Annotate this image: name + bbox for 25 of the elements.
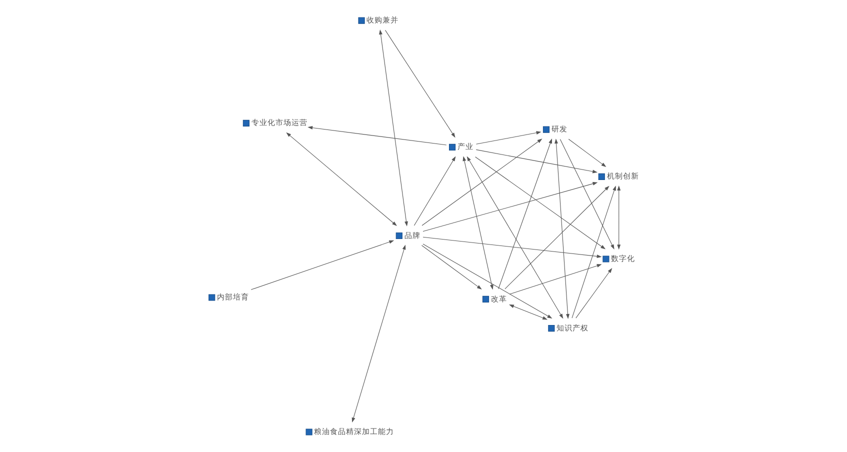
arrow [498, 138, 552, 290]
arrow [466, 156, 563, 319]
arrow [307, 126, 446, 146]
arrow [420, 245, 482, 290]
arrow [571, 186, 616, 318]
arrow [378, 30, 408, 226]
arrow [575, 268, 612, 318]
arrow [413, 156, 456, 226]
arrow [475, 131, 541, 144]
arrow [508, 264, 602, 294]
arrow [559, 138, 614, 250]
arrow [422, 182, 598, 232]
arrow [286, 132, 396, 226]
arrow [475, 149, 598, 174]
arrow [250, 240, 394, 290]
arrow [422, 236, 602, 258]
arrow [384, 30, 455, 138]
arrow [554, 138, 569, 319]
arrow [421, 138, 542, 226]
arrow [508, 304, 548, 320]
arrow [351, 244, 406, 423]
arrow [568, 138, 606, 168]
arrow [422, 244, 552, 319]
arrow [616, 186, 620, 250]
arrow [462, 156, 493, 290]
